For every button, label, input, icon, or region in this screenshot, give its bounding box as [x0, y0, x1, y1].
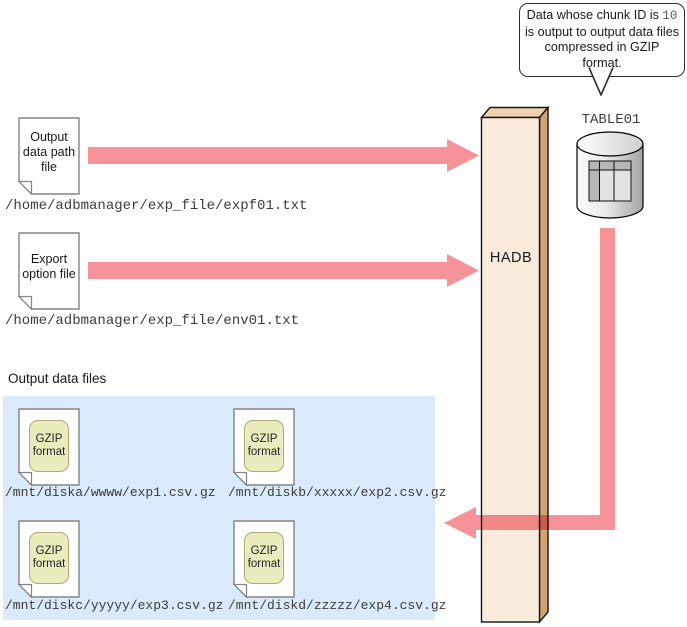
callout-chunk-id: 10: [662, 9, 678, 23]
output-data-path-file-label: Output data path file: [22, 129, 76, 174]
gzip-file-icon-4: GZIP format: [233, 520, 295, 598]
gzip-file-icon-1: GZIP format: [18, 408, 80, 486]
gzip-format-badge: GZIP format: [29, 420, 69, 472]
gzip-format-badge: GZIP format: [29, 532, 69, 584]
arrow-export-option-to-hadb: [88, 254, 479, 287]
table01-label: TABLE01: [581, 112, 641, 128]
gzip-file-path-3: /mnt/diskc/yyyyy/exp3.csv.gz: [5, 598, 224, 613]
output-data-path-file-icon: Output data path file: [18, 117, 80, 195]
gzip-file-path-1: /mnt/diska/wwww/exp1.csv.gz: [5, 485, 216, 500]
arrow-output-path-to-hadb: [88, 139, 479, 172]
gzip-file-path-2: /mnt/diskb/xxxxx/exp2.csv.gz: [228, 485, 447, 500]
callout-tail: [588, 66, 614, 96]
output-data-path-file-path: /home/adbmanager/exp_file/expf01.txt: [5, 198, 308, 214]
export-option-file-label: Export option file: [22, 252, 76, 281]
output-data-files-title: Output data files: [8, 371, 107, 386]
gzip-format-badge: GZIP format: [244, 532, 284, 584]
gzip-file-path-4: /mnt/diskd/zzzzz/exp4.csv.gz: [228, 598, 447, 613]
gzip-file-icon-2: GZIP format: [233, 408, 295, 486]
arrow-table01-to-output-files: [444, 228, 615, 539]
table01-database-icon: [576, 131, 644, 219]
callout-text: Data whose chunk ID is: [526, 8, 659, 22]
callout-text-2: is output to output data files compresse…: [524, 24, 680, 70]
export-option-file-icon: Export option file: [18, 232, 80, 310]
callout-bubble: Data whose chunk ID is 10 is output to o…: [519, 3, 685, 78]
hadb-label: HADB: [489, 250, 533, 266]
export-option-file-path: /home/adbmanager/exp_file/env01.txt: [5, 313, 300, 329]
gzip-file-icon-3: GZIP format: [18, 520, 80, 598]
gzip-format-badge: GZIP format: [244, 420, 284, 472]
hadb-box: [479, 105, 550, 624]
